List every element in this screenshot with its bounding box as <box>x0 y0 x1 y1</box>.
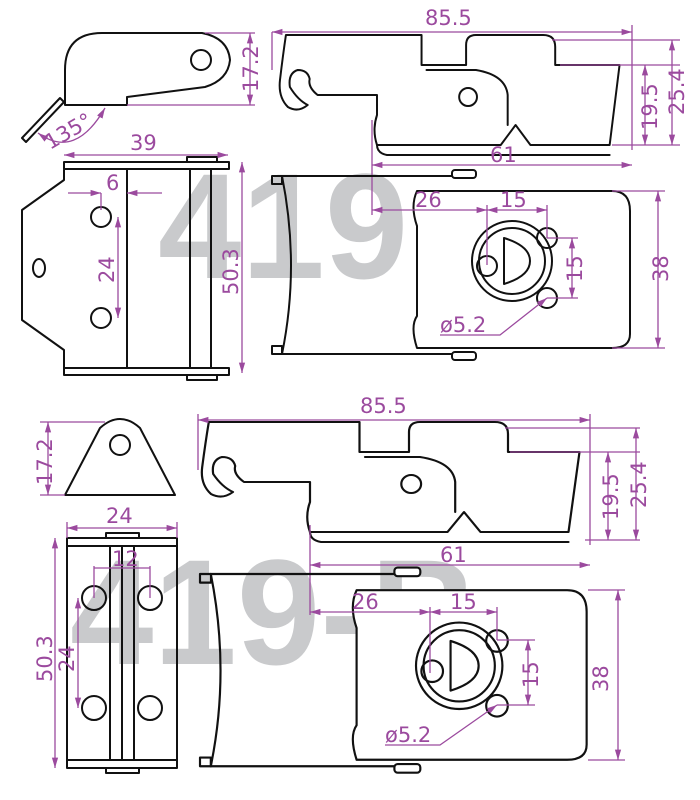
dim-plate-length: 61 <box>440 543 467 567</box>
dim-height: 50.3 <box>219 248 243 295</box>
dim-hole-h: 15 <box>450 590 477 614</box>
dim-height: 38 <box>589 665 613 692</box>
419-small-front-view: 39 6 24 50.3 <box>21 131 246 381</box>
dim-angle: 135° <box>41 108 97 154</box>
419b-small-front-view: 24 12 24 50.3 <box>33 504 178 774</box>
dim-hole-h: 15 <box>500 188 527 212</box>
dim-height: 38 <box>649 255 673 282</box>
dim-width: 39 <box>130 131 157 155</box>
dim-width: 24 <box>106 504 133 528</box>
dim-height: 50.3 <box>33 635 57 682</box>
419b-small-side-view: 17.2 <box>33 418 176 496</box>
dim-plate-length: 61 <box>490 143 517 167</box>
dim-hole-spacing: 24 <box>55 645 79 672</box>
dim-hole-dia: ø5.2 <box>440 313 486 337</box>
419b-large-front-view: 26 15 15 38 ø5.2 <box>198 566 625 774</box>
dim-offset: 26 <box>352 590 379 614</box>
dim-height: 17.2 <box>33 438 57 485</box>
419-large-side-view: 85.5 19.5 25.4 61 <box>271 6 689 215</box>
dim-offset: 6 <box>106 171 119 195</box>
dim-length: 85.5 <box>425 6 472 30</box>
419b-large-side-view: 85.5 19.5 25.4 61 <box>197 394 651 615</box>
dim-offset: 26 <box>415 188 442 212</box>
dim-hole-h: 12 <box>112 547 139 571</box>
dim-hole-v: 15 <box>563 255 587 282</box>
dim-hole-dia: ø5.2 <box>385 723 431 747</box>
dim-hole-spacing: 24 <box>95 256 119 283</box>
419-large-front-view: 26 15 15 38 ø5.2 <box>271 169 673 361</box>
dim-height-b: 25.4 <box>627 461 651 508</box>
dim-height-a: 19.5 <box>638 83 662 130</box>
dim-height-b: 25.4 <box>665 68 689 115</box>
dim-length: 85.5 <box>360 394 407 418</box>
dim-height-a: 19.5 <box>599 473 623 520</box>
dim-hole-v: 15 <box>519 661 543 688</box>
dim-height: 17.2 <box>239 45 263 92</box>
